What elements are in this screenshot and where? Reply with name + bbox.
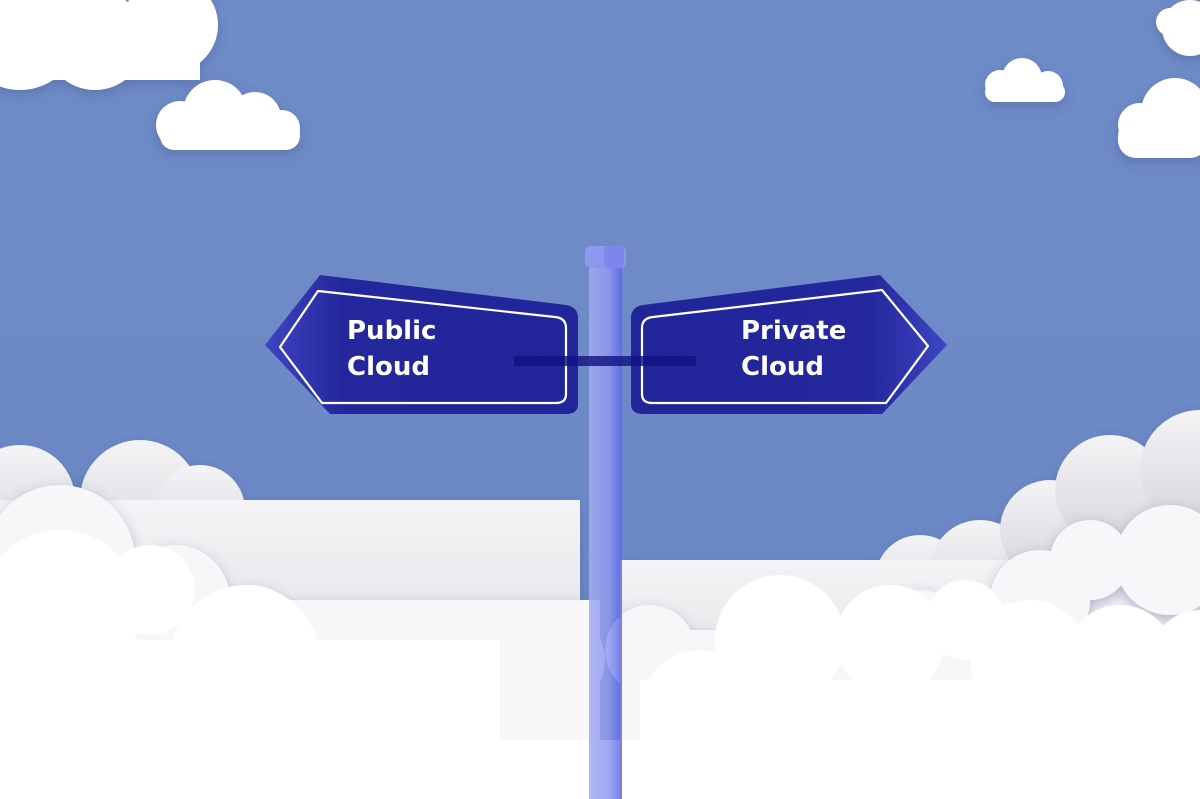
sign-crossbar	[514, 356, 696, 366]
sign-left-line1: Public	[347, 316, 437, 346]
sign-right	[631, 275, 947, 414]
sign-right-line2: Cloud	[741, 352, 824, 382]
sign-left-label: Public Cloud	[347, 313, 436, 385]
sign-right-label: Private Cloud	[741, 313, 846, 385]
sign-left	[265, 275, 578, 414]
sign-right-line1: Private	[741, 316, 847, 346]
signpost-pole	[585, 246, 626, 799]
front-clouds	[0, 530, 1200, 799]
sky-clouds	[0, 0, 1200, 158]
sign-left-line2: Cloud	[347, 352, 430, 382]
